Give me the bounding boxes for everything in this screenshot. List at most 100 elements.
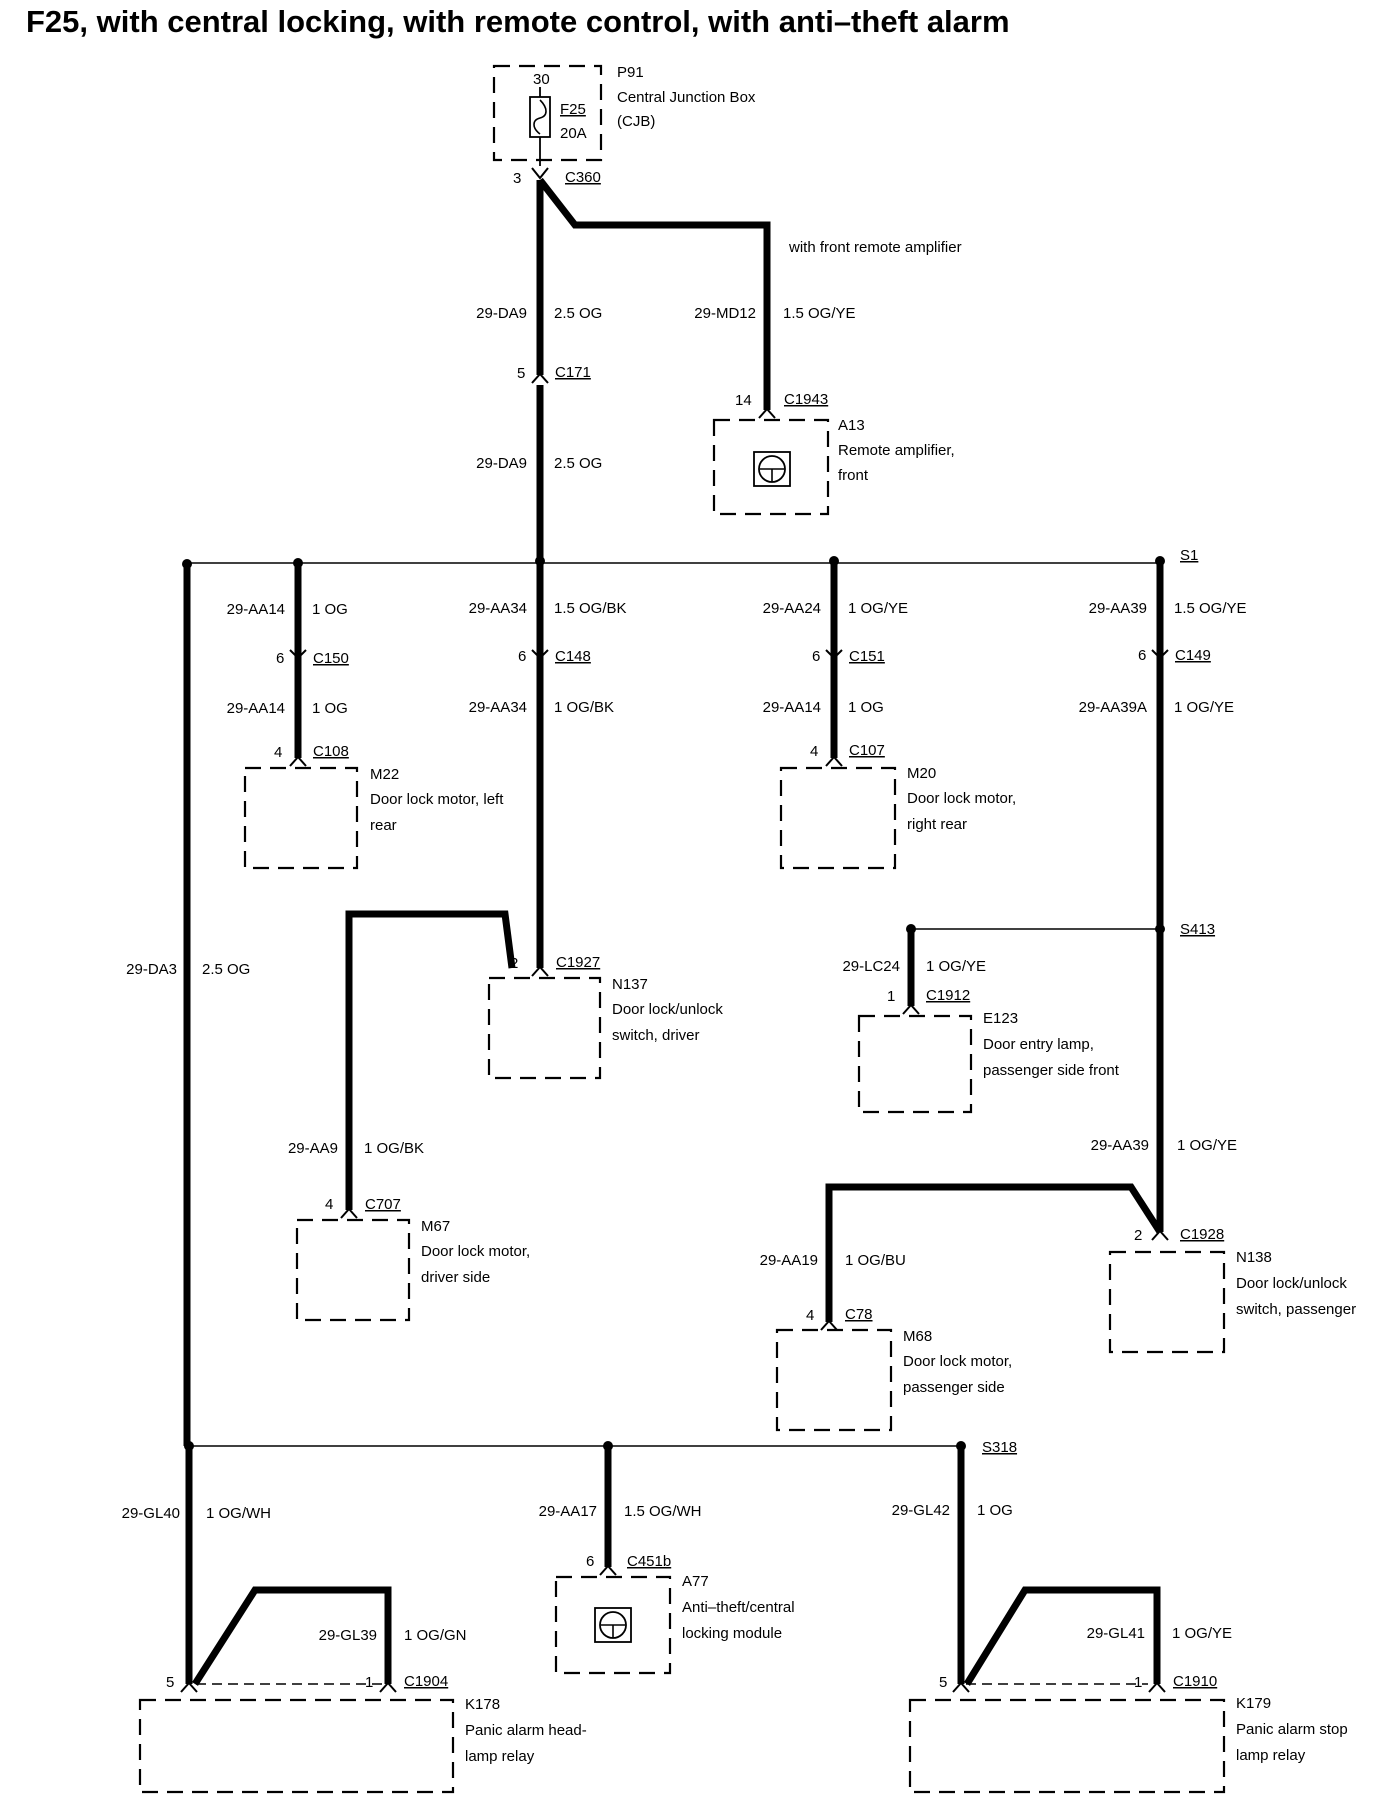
- connector-label: C78: [845, 1306, 873, 1323]
- k179-box: [908, 1698, 1226, 1794]
- connector-label: C148: [555, 648, 591, 665]
- wire-circuit-label: 29-GL42: [892, 1502, 950, 1519]
- wire-spec-label: 2.5 OG: [202, 961, 250, 978]
- connector-label: C1928: [1180, 1226, 1224, 1243]
- wire-circuit-label: 29-LC24: [842, 958, 900, 975]
- component-id: M20: [907, 765, 936, 782]
- connector-mark: [531, 649, 549, 660]
- wire-circuit-label: 29-MD12: [694, 305, 756, 322]
- wire-spec-label: 1 OG/WH: [206, 1505, 271, 1522]
- component-desc: Panic alarm stop: [1236, 1721, 1348, 1738]
- p91-id: P91: [617, 64, 644, 81]
- component-desc: Panic alarm head-: [465, 1722, 587, 1739]
- pin-label: 6: [518, 648, 526, 665]
- wire-circuit-label: 29-GL40: [122, 1505, 180, 1522]
- component-desc: Remote amplifier,: [838, 442, 955, 459]
- connector-label: C149: [1175, 647, 1211, 664]
- component-desc: Door entry lamp,: [983, 1036, 1094, 1053]
- wire-circuit-label: 29-DA9: [476, 455, 527, 472]
- wire-circuit-label: 29-AA39: [1089, 600, 1147, 617]
- wire-spec-label: 2.5 OG: [554, 305, 602, 322]
- connector-label: C451b: [627, 1553, 671, 1570]
- splice-label-s413: S413: [1180, 921, 1215, 938]
- component-id: A13: [838, 417, 865, 434]
- m68-box: [775, 1328, 893, 1432]
- wire-spec-label: 1.5 OG/YE: [783, 305, 856, 322]
- component-desc: right rear: [907, 816, 967, 833]
- wire-circuit-label: 29-DA9: [476, 305, 527, 322]
- connector-mark: [1151, 1229, 1169, 1241]
- fuse-id-label: F25: [560, 101, 586, 118]
- wire-circuit-label: 29-AA14: [227, 700, 285, 717]
- component-id: K178: [465, 1696, 500, 1713]
- connector-mark: [531, 372, 549, 384]
- fuse-terminal-label: 30: [533, 71, 550, 88]
- component-desc: lamp relay: [1236, 1747, 1306, 1764]
- wire-circuit-label: 29-GL41: [1087, 1625, 1145, 1642]
- component-desc: driver side: [421, 1269, 490, 1286]
- wire-spec-label: 1 OG/YE: [1177, 1137, 1237, 1154]
- pin-label: 4: [325, 1196, 333, 1213]
- pin-label: 6: [812, 648, 820, 665]
- pin-label: 1: [365, 1674, 373, 1691]
- pin-label: 3: [513, 170, 521, 187]
- wire-spec-label: 2.5 OG: [554, 455, 602, 472]
- component-id: M22: [370, 766, 399, 783]
- connector-mark: [531, 965, 549, 977]
- connector-label: C150: [313, 650, 349, 667]
- wire-spec-label: 1 OG/BU: [845, 1252, 906, 1269]
- wire-circuit-label: 29-AA9: [288, 1140, 338, 1157]
- wire-spec-label: 1 OG/GN: [404, 1627, 467, 1644]
- connector-mark: [340, 1207, 358, 1219]
- splice-label-s1: S1: [1180, 547, 1198, 564]
- wire-spec-label: 1 OG/YE: [1174, 699, 1234, 716]
- wire-md12: [537, 177, 771, 410]
- component-desc: Door lock motor,: [903, 1353, 1012, 1370]
- connector-mark: [820, 1319, 838, 1331]
- pin-label: 2: [510, 955, 518, 972]
- connector-mark: [1151, 649, 1169, 660]
- connector-mark: [289, 649, 307, 660]
- wire-spec-label: 1 OG: [977, 1502, 1013, 1519]
- connector-label: C1927: [556, 954, 600, 971]
- m22-box: [243, 766, 359, 870]
- pin-label: 5: [939, 1674, 947, 1691]
- connector-mark: [825, 649, 843, 660]
- wire-spec-label: 1 OG/BK: [554, 699, 614, 716]
- component-desc: locking module: [682, 1625, 782, 1642]
- connector-label: C360: [565, 169, 601, 186]
- pin-label: 5: [166, 1674, 174, 1691]
- p91-box: [492, 64, 603, 162]
- wire-circuit-label: 29-AA17: [539, 1503, 597, 1520]
- wire-aa19: [825, 1183, 1163, 1322]
- fuse-icon: [529, 96, 551, 138]
- wire-circuit-label: 29-AA39A: [1079, 699, 1147, 716]
- component-id: N137: [612, 976, 648, 993]
- wire-circuit-label: 29-GL39: [319, 1627, 377, 1644]
- component-desc: Door lock motor, left: [370, 791, 504, 808]
- component-id: M68: [903, 1328, 932, 1345]
- component-desc: passenger side: [903, 1379, 1005, 1396]
- m20-box: [779, 766, 897, 870]
- wire-spec-label: 1 OG/BK: [364, 1140, 424, 1157]
- wire-spec-label: 1.5 OG/BK: [554, 600, 627, 617]
- wire-gl39: [192, 1586, 392, 1686]
- connector-label: C1910: [1173, 1673, 1217, 1690]
- connector-label: C1912: [926, 987, 970, 1004]
- pin-label: 1: [1134, 1674, 1142, 1691]
- connector-mark: [599, 1564, 617, 1576]
- component-desc: rear: [370, 817, 397, 834]
- wire-circuit-label: 29-AA34: [469, 600, 527, 617]
- connector-mark: [531, 167, 549, 180]
- pin-label: 4: [806, 1307, 814, 1324]
- pin-label: 2: [1134, 1227, 1142, 1244]
- e123-box: [857, 1014, 973, 1114]
- wire-circuit-label: 29-AA19: [760, 1252, 818, 1269]
- fuse-rating-label: 20A: [560, 125, 587, 142]
- component-desc: Door lock/unlock: [612, 1001, 723, 1018]
- k178-box: [138, 1698, 455, 1794]
- connector-mark: [758, 407, 776, 419]
- component-desc: Anti–theft/central: [682, 1599, 795, 1616]
- wire-circuit-label: 29-AA39: [1091, 1137, 1149, 1154]
- wire-spec-label: 1.5 OG/WH: [624, 1503, 702, 1520]
